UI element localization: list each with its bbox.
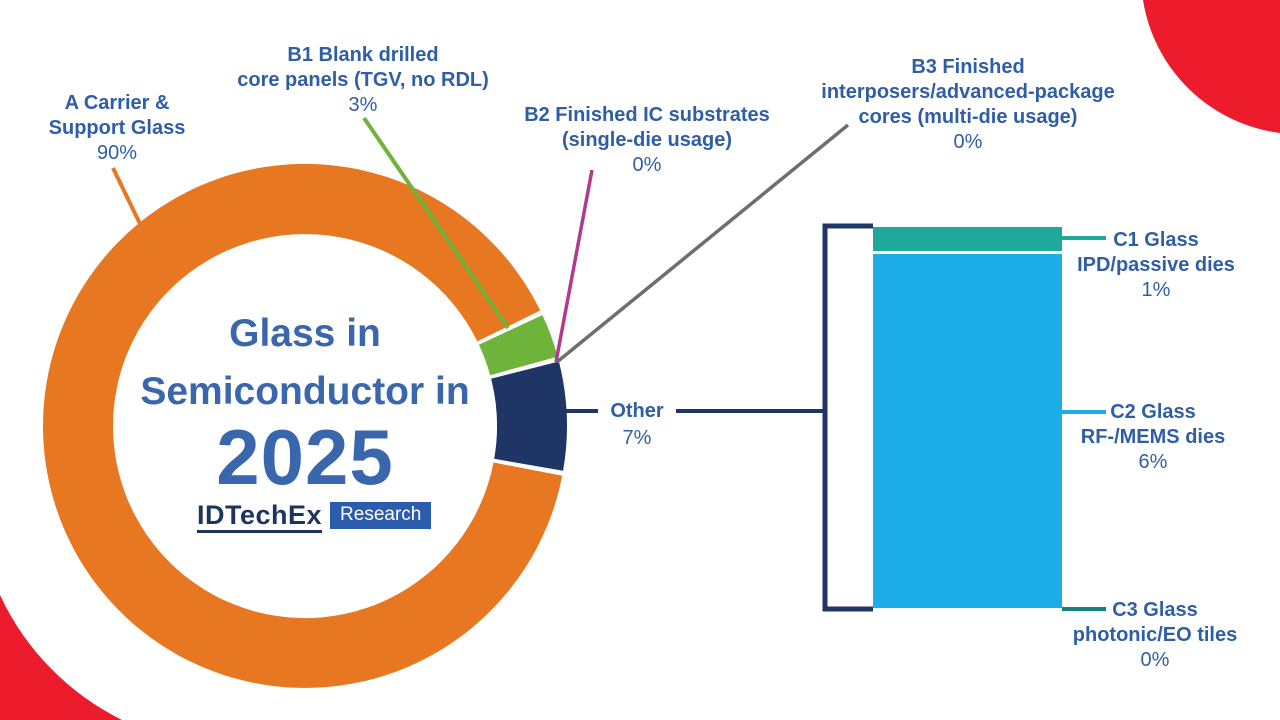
label-segment-c2: C2 Glass RF-/MEMS dies 6% <box>1043 400 1263 475</box>
title-line-1: Glass in <box>229 312 381 355</box>
label-b2-line1: B2 Finished IC substrates <box>524 104 770 126</box>
label-b1-line1: B1 Blank drilled <box>287 44 439 66</box>
label-c1-line1: C1 Glass <box>1113 229 1199 251</box>
label-a-line1: A Carrier & <box>64 92 170 114</box>
label-other-line1: Other <box>610 400 664 422</box>
label-segment-other: Other 7% <box>592 398 682 452</box>
label-other-pct: 7% <box>622 427 652 449</box>
corner-shape-top-right <box>1143 0 1280 133</box>
logo-research-badge: Research <box>330 502 432 529</box>
label-c2-line1: C2 Glass <box>1110 401 1196 423</box>
label-b3-line3: cores (multi-die usage) <box>858 106 1078 128</box>
label-b2-line2: (single-die usage) <box>561 129 733 151</box>
label-b2-pct: 0% <box>632 154 662 176</box>
leader-line-b2 <box>554 169 594 363</box>
label-segment-c3: C3 Glass photonic/EO tiles 0% <box>1045 598 1265 673</box>
donut-center-title: Glass in Semiconductor in <box>105 305 505 421</box>
label-c2-pct: 6% <box>1138 451 1168 473</box>
label-a-pct: 90% <box>96 142 138 164</box>
idtechex-logo: IDTechEx Research <box>197 501 432 533</box>
leader-line-b1 <box>362 116 510 330</box>
label-segment-b1: B1 Blank drilled core panels (TGV, no RD… <box>218 43 508 118</box>
label-c3-line1: C3 Glass <box>1112 599 1198 621</box>
corner-shape-bottom-left <box>0 595 122 720</box>
label-b3-line2: interposers/advanced-package <box>821 81 1115 103</box>
donut-segment-other <box>491 361 567 471</box>
donut-segment-b1 <box>478 315 558 376</box>
logo-brand-text: IDTechEx <box>197 501 323 533</box>
label-c1-pct: 1% <box>1141 279 1171 301</box>
label-a-line2: Support Glass <box>48 117 186 139</box>
title-line-2: Semiconductor in <box>140 370 470 413</box>
leader-line-a <box>111 167 144 229</box>
other-breakout-bracket <box>822 223 873 612</box>
label-c2-line2: RF-/MEMS dies <box>1080 426 1226 448</box>
leader-line-b3 <box>555 123 850 364</box>
label-b3-pct: 0% <box>953 131 983 153</box>
label-b1-line2: core panels (TGV, no RDL) <box>237 69 489 91</box>
label-b3-line1: B3 Finished <box>911 56 1025 78</box>
bar-segment-c1 <box>873 227 1062 251</box>
label-segment-b3: B3 Finished interposers/advanced-package… <box>798 55 1138 155</box>
label-segment-a: A Carrier & Support Glass 90% <box>17 91 217 166</box>
label-c1-line2: IPD/passive dies <box>1077 254 1235 276</box>
label-c3-line2: photonic/EO tiles <box>1072 624 1238 646</box>
label-b1-pct: 3% <box>348 94 378 116</box>
label-segment-b2: B2 Finished IC substrates (single-die us… <box>497 103 797 178</box>
label-segment-c1: C1 Glass IPD/passive dies 1% <box>1046 228 1266 303</box>
bar-segment-c2 <box>873 254 1062 608</box>
label-c3-pct: 0% <box>1140 649 1170 671</box>
title-year: 2025 <box>216 413 394 501</box>
